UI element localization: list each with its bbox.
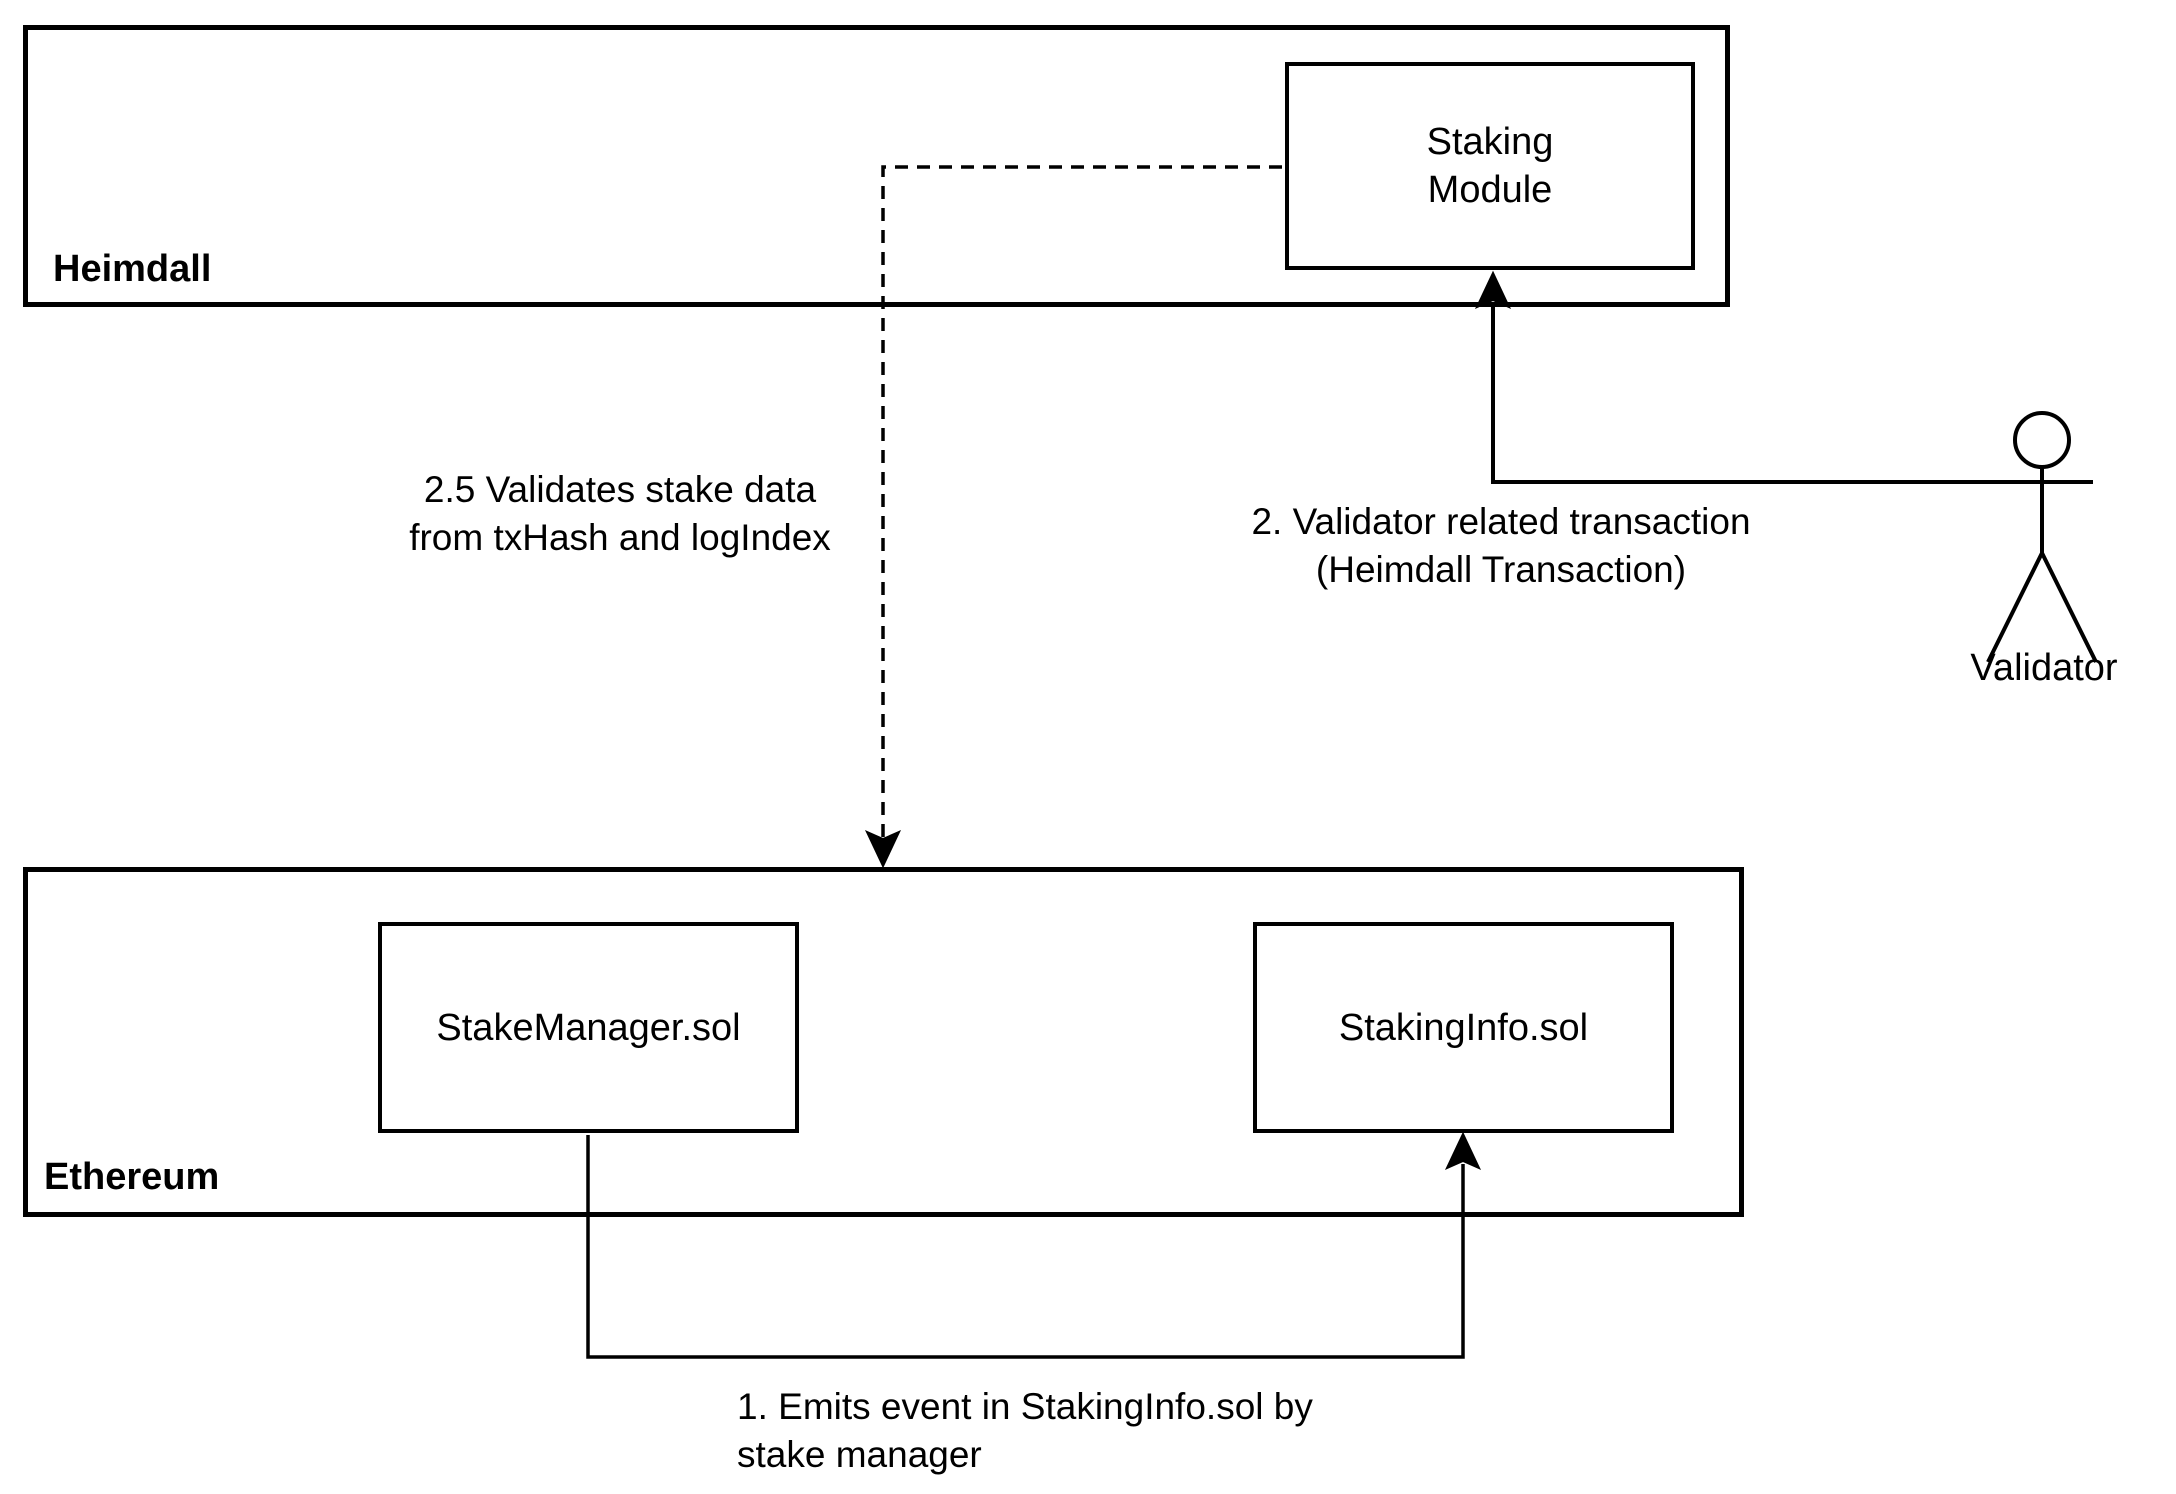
edge-validate-stake-line (881, 165, 1282, 844)
staking-info-node: StakingInfo.sol (1253, 922, 1674, 1133)
arrowhead-up-icon (1474, 270, 1512, 309)
ethereum-container: Ethereum (23, 867, 1744, 1217)
actor-head (2013, 411, 2071, 469)
edge-emit-event-line (586, 1135, 1465, 1359)
actor-legs (1986, 552, 2098, 663)
staking-module-node: Staking Module (1285, 62, 1695, 270)
stake-manager-label: StakeManager.sol (436, 1006, 741, 1049)
edge-label-validate-stake: 2.5 Validates stake data from txHash and… (409, 469, 831, 558)
validator-actor-icon (1986, 411, 2098, 663)
staking-module-label: Staking Module (1426, 121, 1554, 211)
stake-manager-node: StakeManager.sol (378, 922, 799, 1133)
ethereum-label: Ethereum (44, 1156, 220, 1198)
edge-label-validator-tx: 2. Validator related transaction (Heimda… (1251, 501, 1751, 590)
heimdall-label: Heimdall (53, 248, 212, 290)
arrowhead-up-icon (1444, 1131, 1482, 1170)
arrowhead-down-icon (864, 830, 902, 869)
staking-info-label: StakingInfo.sol (1338, 1006, 1589, 1049)
edge-label-emit-event: 1. Emits event in StakingInfo.sol by sta… (737, 1386, 1313, 1475)
validator-label: Validator (1970, 647, 2118, 689)
edge-validator-tx-line (1491, 303, 2093, 484)
heimdall-container: Heimdall (23, 25, 1730, 307)
